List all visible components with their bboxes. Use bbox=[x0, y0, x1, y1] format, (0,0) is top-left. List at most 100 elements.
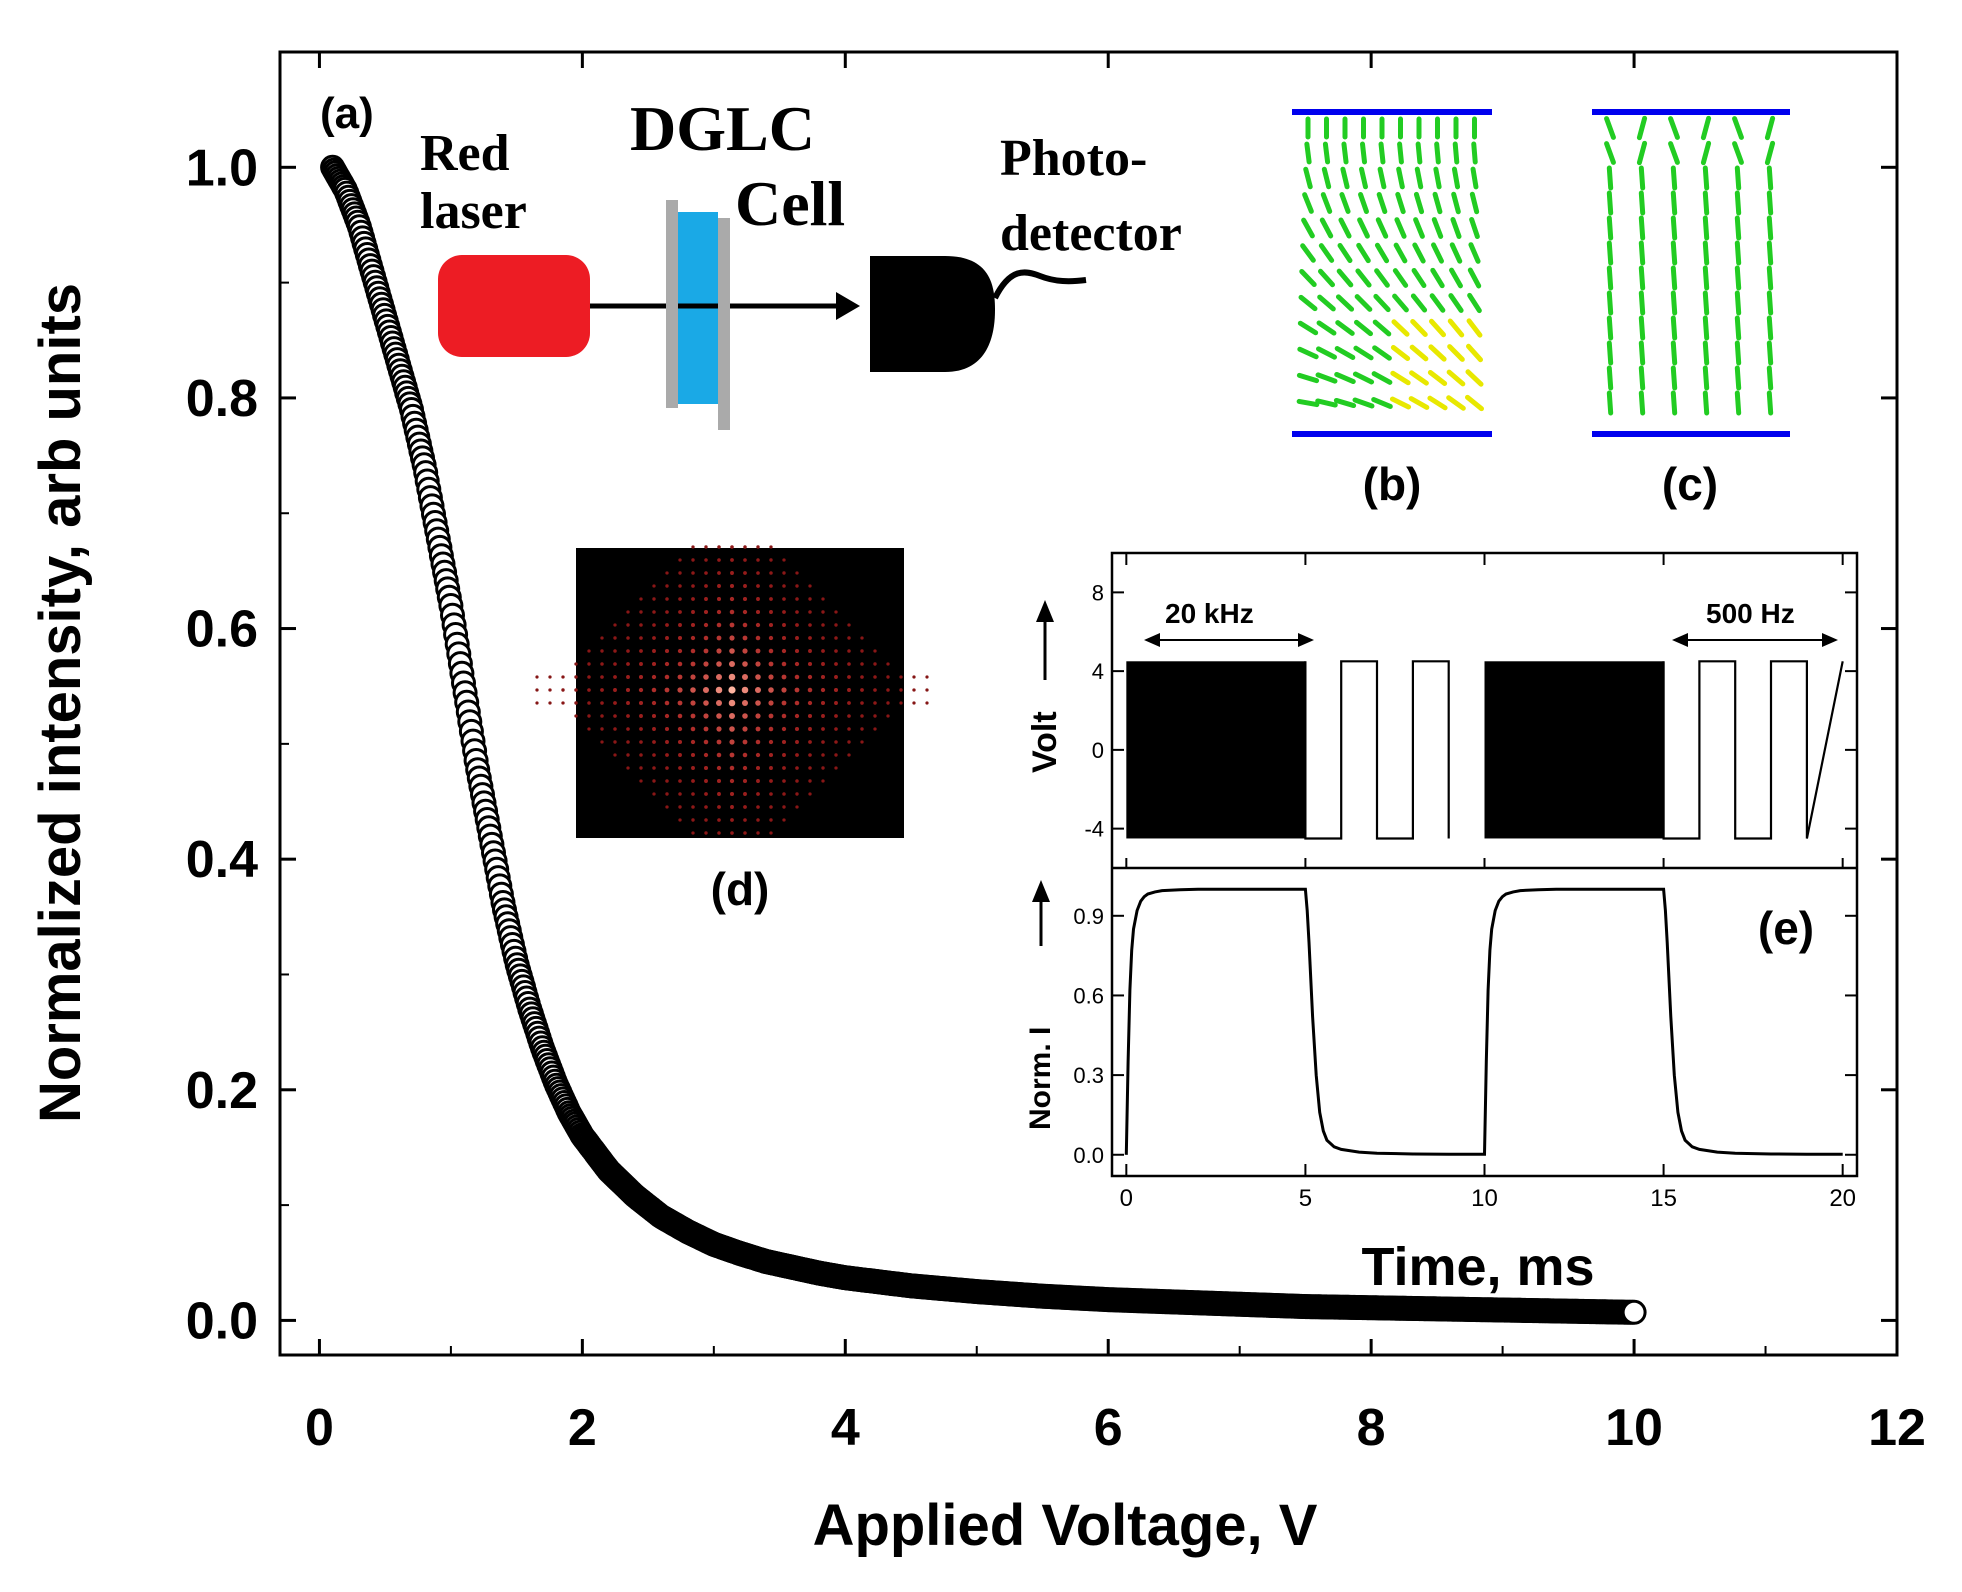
y-tick-label: 0.6 bbox=[186, 601, 258, 659]
diffraction-spot bbox=[742, 713, 748, 719]
diffraction-spot bbox=[769, 610, 773, 614]
diffraction-spot bbox=[665, 779, 669, 783]
diffraction-spot bbox=[821, 662, 825, 666]
diffraction-spot bbox=[691, 597, 695, 601]
square-wave-500hz bbox=[1304, 660, 1450, 840]
diffraction-spot bbox=[678, 558, 682, 562]
diffraction-spot bbox=[665, 571, 669, 575]
lc-director bbox=[1371, 371, 1393, 385]
lc-director bbox=[1353, 345, 1374, 361]
diffraction-spot bbox=[703, 648, 709, 654]
diffraction-spot bbox=[741, 686, 749, 694]
diffraction-spot bbox=[730, 818, 734, 822]
lc-director bbox=[1606, 190, 1614, 216]
lc-director bbox=[1452, 141, 1460, 165]
lc-director bbox=[1449, 267, 1463, 289]
diffraction-spot bbox=[652, 779, 656, 783]
diffraction-spot bbox=[820, 687, 826, 693]
diffraction-spot bbox=[691, 818, 695, 822]
volt-up-arrow-head bbox=[1036, 600, 1054, 622]
main-plot-frame bbox=[278, 50, 1899, 1357]
diffraction-spot bbox=[808, 636, 812, 640]
diffraction-spot bbox=[769, 818, 773, 822]
diffraction-spot bbox=[639, 714, 643, 718]
diffraction-spot bbox=[755, 700, 761, 706]
lc-director bbox=[1433, 166, 1442, 190]
diffraction-spot bbox=[755, 726, 761, 732]
diffraction-spot bbox=[665, 792, 669, 796]
x-tick-label: 4 bbox=[831, 1399, 860, 1457]
diffraction-spot bbox=[742, 752, 748, 758]
diffraction-spot bbox=[768, 713, 774, 719]
diffraction-spot bbox=[639, 610, 643, 614]
diffraction-spot bbox=[626, 727, 630, 731]
diffraction-spot bbox=[678, 805, 682, 809]
diffraction-spot bbox=[665, 805, 669, 809]
diffraction-spot bbox=[613, 623, 617, 627]
diffraction-spot bbox=[782, 766, 786, 770]
lc-director bbox=[1431, 242, 1444, 264]
lc-director bbox=[1373, 293, 1391, 313]
lc-director bbox=[1702, 290, 1710, 316]
diffraction-spot bbox=[715, 699, 723, 707]
diffraction-spot bbox=[716, 648, 722, 654]
diffraction-spot bbox=[613, 714, 617, 718]
lc-director bbox=[1606, 240, 1614, 266]
lc-director bbox=[1377, 166, 1387, 190]
lc-director bbox=[1606, 365, 1614, 391]
lc-director bbox=[1335, 320, 1355, 336]
diffraction-spot bbox=[639, 766, 643, 770]
diffraction-spot bbox=[781, 661, 787, 667]
diffraction-spot bbox=[756, 792, 760, 796]
diffraction-spot bbox=[795, 610, 799, 614]
diffraction-spot bbox=[704, 792, 708, 796]
diffraction-spot bbox=[587, 662, 591, 666]
diffraction-spot bbox=[728, 699, 736, 707]
diffraction-spot bbox=[587, 688, 591, 692]
diffraction-spot bbox=[665, 623, 669, 627]
lc-director bbox=[1638, 190, 1646, 216]
diffraction-spot bbox=[677, 700, 683, 706]
diffraction-spot bbox=[652, 610, 656, 614]
diffraction-spot bbox=[613, 753, 617, 757]
diffraction-spot bbox=[626, 675, 630, 679]
diffraction-spot bbox=[678, 753, 682, 757]
diffraction-spot bbox=[730, 571, 734, 575]
lc-director bbox=[1670, 240, 1678, 266]
lc-director bbox=[1766, 315, 1774, 341]
diffraction-spot bbox=[651, 700, 657, 706]
diffraction-spot bbox=[743, 584, 747, 588]
diffraction-spot bbox=[652, 753, 656, 757]
diffraction-spot bbox=[639, 662, 643, 666]
diffraction-spot bbox=[769, 805, 773, 809]
diffraction-spot bbox=[808, 766, 812, 770]
lc-director bbox=[1335, 294, 1355, 312]
lc-director bbox=[1700, 140, 1712, 166]
diffraction-spot bbox=[781, 700, 787, 706]
diffraction-spot bbox=[600, 701, 604, 705]
lc-director bbox=[1638, 215, 1646, 241]
diffraction-spot bbox=[704, 584, 708, 588]
diffraction-spot bbox=[716, 726, 722, 732]
lc-director bbox=[1606, 340, 1614, 366]
data-point bbox=[1621, 1299, 1647, 1325]
diffraction-spot bbox=[743, 831, 747, 835]
diffraction-spot bbox=[808, 584, 812, 588]
diffraction-spot bbox=[860, 636, 864, 640]
lc-director bbox=[1670, 290, 1678, 316]
cell-label-line1: DGLC bbox=[630, 93, 815, 164]
diffraction-spot bbox=[768, 635, 774, 641]
inset-volt-y-tick-label: -4 bbox=[1084, 817, 1104, 842]
diffraction-spot bbox=[834, 636, 838, 640]
diffraction-spot bbox=[704, 779, 708, 783]
diffraction-spot bbox=[613, 662, 617, 666]
lc-director bbox=[1316, 320, 1337, 336]
y-tick-label: 0.2 bbox=[186, 1062, 258, 1120]
lc-director bbox=[1390, 345, 1411, 361]
lc-director bbox=[1300, 243, 1316, 263]
diffraction-spot bbox=[756, 571, 760, 575]
lc-director bbox=[1354, 294, 1373, 312]
lc-director bbox=[1371, 397, 1393, 409]
diffraction-spot bbox=[691, 558, 695, 562]
cell-glass-right bbox=[718, 218, 730, 430]
